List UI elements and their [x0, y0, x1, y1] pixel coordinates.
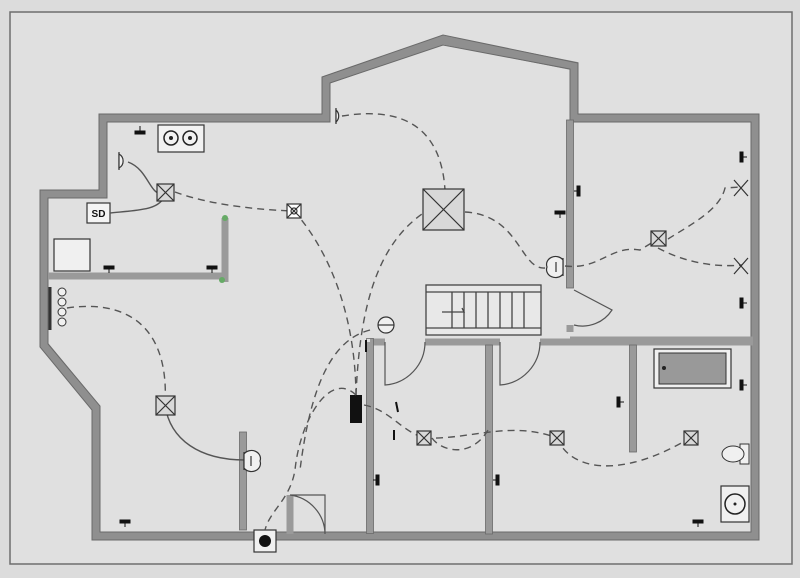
switch-icon: [395, 401, 399, 413]
duplex-outlet-icon: [554, 210, 566, 218]
door-east: [573, 289, 613, 327]
wall-sconce-icon: [243, 449, 262, 473]
duplex-outlet-icon: [739, 379, 747, 391]
sink-icon: [720, 485, 750, 523]
wall-sconce-icon: [545, 255, 564, 279]
duplex-outlet-icon: [103, 265, 115, 273]
interior-walls-outline: [239, 119, 637, 535]
drawing-frame: [9, 11, 793, 565]
outlets: [103, 126, 747, 527]
doorbell-icon: [253, 529, 277, 553]
doors: [289, 289, 613, 535]
staircase: [425, 284, 542, 336]
toilet-icon: [721, 443, 750, 465]
duplex-outlet-icon: [206, 265, 218, 273]
switches: [365, 340, 399, 440]
exterior-walls-inner-line: [39, 34, 760, 541]
appliance-box: [53, 238, 91, 272]
ceiling-light-box-icon: [650, 230, 667, 247]
interior-walls: [48, 120, 753, 534]
vanity-light-bar-icon: [48, 287, 67, 330]
door-bathroom-right: [499, 341, 541, 386]
smoke-detector-label: SD: [92, 209, 106, 220]
wall-lights: [118, 108, 749, 473]
junction-dot: [219, 277, 225, 283]
duplex-outlet-icon: [739, 151, 747, 163]
duplex-outlet-icon: [493, 474, 500, 486]
duplex-outlet-icon: [373, 474, 380, 486]
duplex-outlet-icon: [574, 185, 581, 197]
electrical-panel-icon: [350, 395, 362, 423]
duplex-outlet-icon: [616, 396, 624, 408]
duplex-outlet-icon: [739, 297, 747, 309]
ceiling-fan-box-icon: [422, 188, 465, 231]
ceiling-light-box-icon: [155, 395, 176, 416]
exterior-walls: [39, 35, 760, 541]
ceiling-light-box-icon: [286, 203, 302, 219]
bathtub-icon: [653, 348, 732, 389]
wall-sconce-icon: [335, 108, 340, 124]
wall-sconce-icon: [733, 179, 749, 197]
ceiling-light-box-icon: [156, 183, 175, 202]
wall-sconce-icon: [377, 316, 395, 334]
ceiling-lights: [155, 183, 699, 446]
wall-sconce-icon: [733, 257, 749, 275]
duplex-outlet-icon: [119, 519, 131, 527]
wall-sconce-icon: [118, 152, 124, 170]
duplex-outlet-icon: [134, 126, 146, 135]
door-entry: [289, 494, 326, 535]
ceiling-light-box-icon: [549, 430, 565, 446]
door-bathroom-left: [384, 341, 426, 386]
ceiling-light-box-icon: [683, 430, 699, 446]
smoke-detector-icon: SD: [86, 202, 111, 224]
duplex-outlet-icon: [692, 519, 704, 527]
cooktop-icon: [157, 124, 205, 153]
ceiling-light-box-icon: [416, 430, 432, 446]
wiring-dashed: [66, 112, 743, 531]
junction-dot: [222, 215, 228, 221]
